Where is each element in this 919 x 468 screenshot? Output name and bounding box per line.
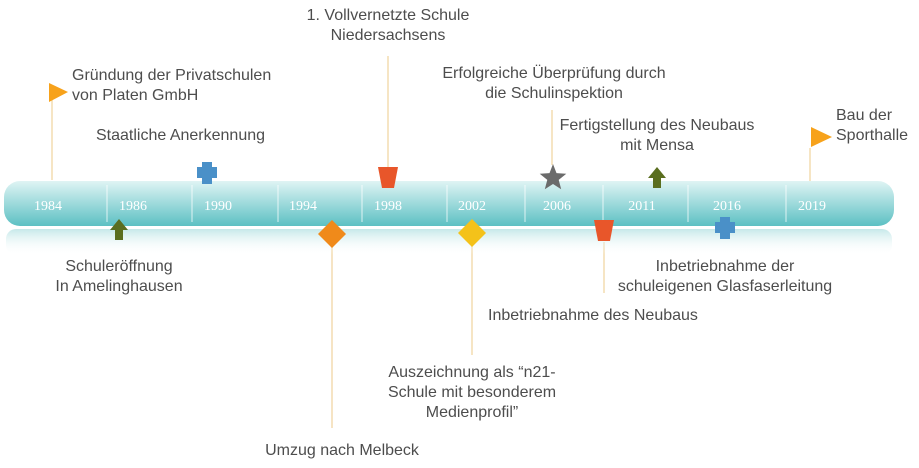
cup-icon [594, 220, 614, 241]
arrow-up-icon [648, 167, 666, 188]
event-label-line: Auszeichnung als “n21- [388, 364, 556, 381]
event-label-line: Sporthalle [836, 127, 909, 144]
event-label-line: schuleigenen Glasfaserleitung [617, 278, 833, 295]
event-label-ueberpruefung: Erfolgreiche Überprüfung durch die Schul… [414, 64, 694, 104]
event-label-line: Inbetriebnahme der [655, 258, 795, 275]
diamond-icon [458, 219, 486, 247]
year-separators [106, 185, 787, 222]
cup-icon [378, 167, 398, 188]
event-label-line: von Platen GmbH [72, 87, 199, 104]
year-label-1990: 1990 [204, 199, 232, 214]
star-icon [539, 164, 567, 190]
year-label-1994: 1994 [289, 199, 317, 214]
event-label-line: Inbetriebnahme des Neubaus [488, 307, 698, 324]
event-label-auszeichnung: Auszeichnung als “n21- Schule mit besond… [362, 363, 582, 423]
timeline-bar-body [4, 181, 894, 226]
event-label-line: Bau der [836, 107, 893, 124]
year-label-1986: 1986 [119, 199, 147, 214]
event-label-line: Schuleröffnung [65, 258, 173, 275]
event-label-sporthalle: Bau der Sporthalle [836, 106, 908, 146]
year-label-2011: 2011 [628, 199, 655, 214]
event-label-gruendung: Gründung der Privatschulen von Platen Gm… [72, 66, 271, 106]
year-label-1984: 1984 [34, 199, 62, 214]
arrow-up-icon [110, 219, 128, 240]
year-label-2016: 2016 [713, 199, 741, 214]
event-label-line: In Amelinghausen [55, 278, 183, 295]
flag-icon [811, 127, 832, 147]
event-label-line: die Schulinspektion [485, 85, 623, 102]
year-label-2019: 2019 [798, 199, 826, 214]
event-label-mensa: Fertigstellung des Neubaus mit Mensa [537, 116, 777, 156]
event-label-umzug: Umzug nach Melbeck [242, 441, 442, 461]
event-label-line: Schule mit besonderem [387, 384, 557, 401]
event-label-line: Umzug nach Melbeck [265, 442, 419, 459]
event-label-neubau: Inbetriebnahme des Neubaus [488, 306, 698, 326]
timeline-bar-reflection [6, 229, 892, 255]
year-labels: 1984 1986 1990 1994 1998 2002 2006 2011 2016 2019 [34, 199, 826, 214]
year-label-1998: 1998 [374, 199, 402, 214]
event-label-vollvernetzt: 1. Vollvernetzte Schule Niedersachsens [288, 6, 488, 46]
event-label-anerkennung: Staatliche Anerkennung [96, 126, 265, 146]
event-label-line: Erfolgreiche Überprüfung durch [442, 65, 666, 82]
event-label-line: mit Mensa [620, 137, 694, 154]
year-label-2002: 2002 [458, 199, 486, 214]
event-label-line: Staatliche Anerkennung [96, 127, 266, 144]
event-label-line: Fertigstellung des Neubaus [559, 117, 755, 134]
event-label-line: Gründung der Privatschulen [72, 67, 272, 84]
markers [49, 83, 832, 248]
event-label-line: Niedersachsens [330, 27, 446, 44]
event-label-schuleroeffnung: Schuleröffnung In Amelinghausen [44, 257, 194, 297]
event-label-line: 1. Vollvernetzte Schule [306, 7, 470, 24]
event-label-glasfaser: Inbetriebnahme der schuleigenen Glasfase… [600, 257, 850, 297]
diamond-icon [318, 220, 346, 248]
plus-icon [715, 217, 735, 239]
flag-icon [49, 83, 68, 102]
plus-icon [197, 162, 217, 184]
timeline-bar [4, 181, 894, 255]
year-label-2006: 2006 [543, 199, 571, 214]
event-label-line: Medienprofil” [425, 404, 519, 421]
